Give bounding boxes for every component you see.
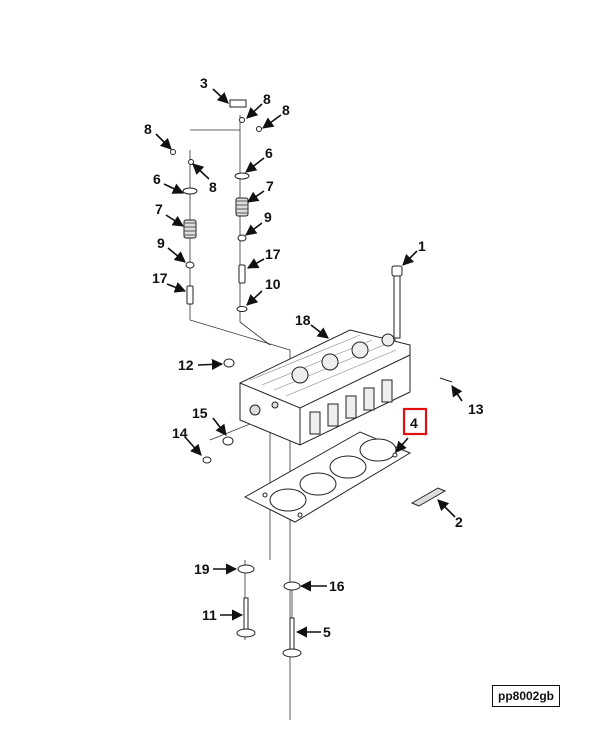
callout-9: 9 xyxy=(264,209,272,225)
callout-6: 6 xyxy=(153,171,161,187)
spring-retainer-right xyxy=(234,172,250,180)
callout-17: 17 xyxy=(152,270,168,286)
reference-code: pp8002gb xyxy=(497,689,554,703)
spring-seat-washer xyxy=(236,306,248,312)
valve-keeper-right-2 xyxy=(256,126,262,132)
callout-14: 14 xyxy=(172,425,188,441)
valve-seat-19 xyxy=(237,564,255,574)
lower-valves xyxy=(236,564,302,658)
valve-keeper-right xyxy=(239,117,245,123)
plug-14 xyxy=(202,456,212,464)
valve-stem-seal-right xyxy=(237,234,247,242)
callout-8: 8 xyxy=(282,102,290,118)
cylinder-head xyxy=(239,329,411,446)
gasket-thickness-tag xyxy=(410,487,447,507)
reference-code-box: pp8002gb xyxy=(492,685,560,707)
expansion-plug xyxy=(223,358,235,368)
callout-15: 15 xyxy=(192,405,208,421)
valve-keeper-left xyxy=(170,149,176,155)
valve-bridge xyxy=(229,99,247,108)
callout-3: 3 xyxy=(200,75,208,91)
callout-18: 18 xyxy=(295,312,311,328)
callout-7: 7 xyxy=(155,201,163,217)
plug-15 xyxy=(222,436,234,446)
highlight-box xyxy=(402,407,428,436)
valve-stem-seal-left xyxy=(185,261,195,269)
callout-2: 2 xyxy=(455,514,463,530)
callout-10: 10 xyxy=(265,276,281,292)
callout-13: 13 xyxy=(468,401,484,417)
callout-5: 5 xyxy=(323,624,331,640)
callout-labels: 3 8 8 8 8 6 6 7 7 9 9 17 17 10 1 18 12 1… xyxy=(144,75,484,640)
callout-8: 8 xyxy=(209,179,217,195)
head-bolt xyxy=(391,265,403,339)
valve-head-11 xyxy=(236,628,256,638)
head-small-parts xyxy=(202,358,453,464)
valve-head-5 xyxy=(282,648,302,658)
valve-seat-16 xyxy=(283,581,301,591)
left-valve-stack xyxy=(170,149,198,305)
head-gasket xyxy=(243,431,412,523)
callout-6: 6 xyxy=(265,145,273,161)
callout-19: 19 xyxy=(194,561,210,577)
valve-spring-right xyxy=(235,197,249,217)
callout-8: 8 xyxy=(263,91,271,107)
valve-spring-left xyxy=(183,219,197,239)
valve-stem-5 xyxy=(289,617,295,651)
right-valve-stack xyxy=(229,99,262,312)
callout-11: 11 xyxy=(202,607,217,623)
callout-9: 9 xyxy=(157,235,165,251)
valve-keeper-left-2 xyxy=(188,159,194,165)
callout-17: 17 xyxy=(265,246,281,262)
spring-retainer-left xyxy=(182,187,198,195)
callout-16: 16 xyxy=(329,578,345,594)
callout-8: 8 xyxy=(144,121,152,137)
valve-stem-11 xyxy=(243,597,249,631)
callout-4: 4 xyxy=(410,415,418,431)
callout-12: 12 xyxy=(178,357,194,373)
callout-1: 1 xyxy=(418,238,426,254)
leader-arrows xyxy=(155,88,463,638)
valve-guide-left xyxy=(186,285,194,305)
dowel-13 xyxy=(439,377,453,383)
valve-guide-right xyxy=(238,264,246,284)
callout-7: 7 xyxy=(266,178,274,194)
